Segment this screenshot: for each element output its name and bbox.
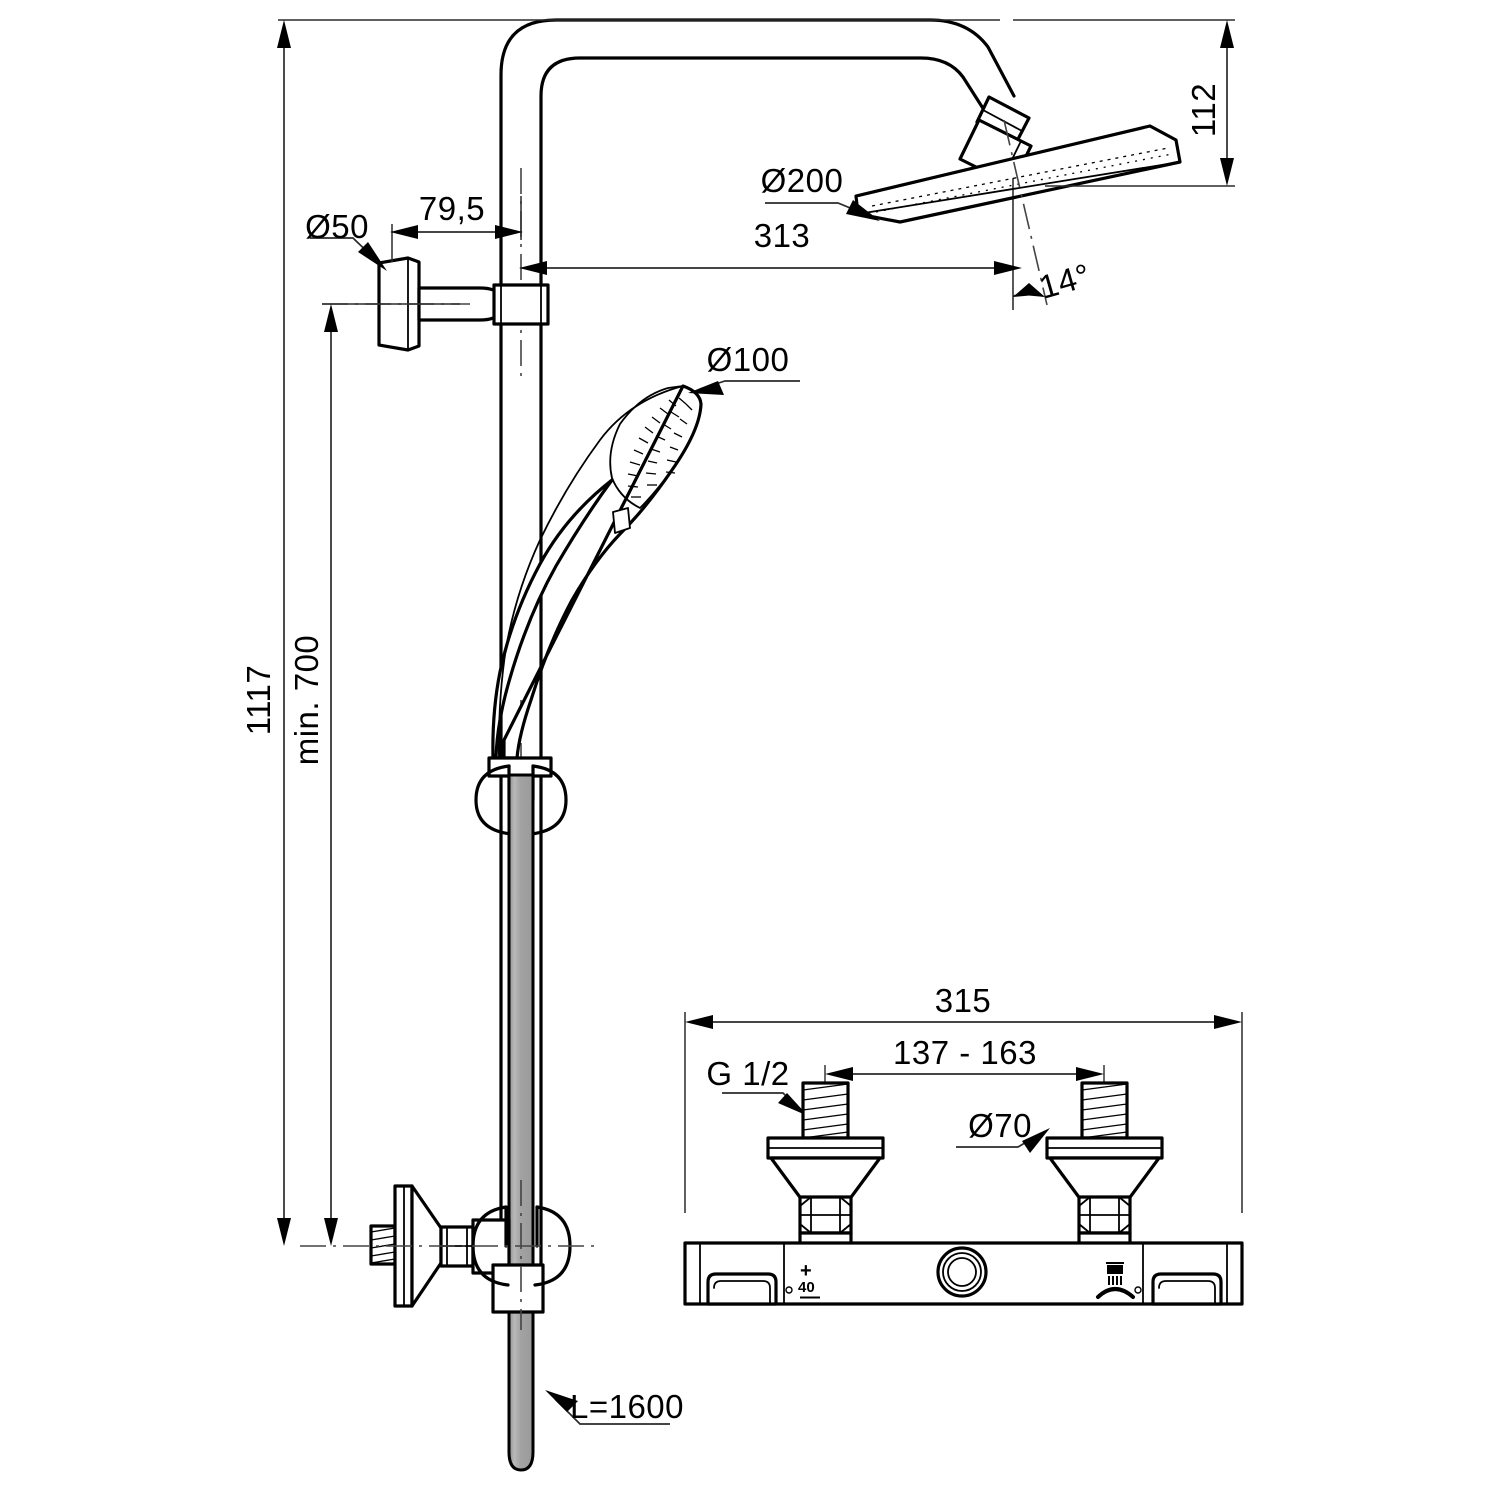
dim-label-wall-flange-dia: Ø50 xyxy=(305,208,369,245)
leader-overhead-shower xyxy=(765,200,880,221)
hand-shower-icon xyxy=(1096,1287,1135,1299)
dim-label-inlet-spacing: 137 - 163 xyxy=(893,1034,1037,1071)
riser-pipe-assembly xyxy=(300,18,1182,1472)
thermostatic-mixer-detail xyxy=(683,1012,1244,1306)
leader-hose-length xyxy=(545,1390,670,1425)
dim-label-head-drop: 112 xyxy=(1185,83,1222,137)
dim-label-overhead-dia: Ø200 xyxy=(761,162,844,199)
temperature-index-dot xyxy=(785,1286,793,1294)
hand-shower xyxy=(491,384,703,760)
leader-mixer-thread xyxy=(722,1092,808,1116)
dimension-head-reach xyxy=(519,261,1022,275)
temperature-plus-label: + xyxy=(800,1260,812,1282)
leader-hand-shower xyxy=(688,380,800,395)
right-thread-hatch xyxy=(1081,1083,1128,1139)
lower-wall-bracket xyxy=(300,1180,596,1330)
dim-label-mixer-width: 315 xyxy=(935,982,992,1019)
dimension-riser-height xyxy=(277,19,1000,1246)
hand-shower-spray-face xyxy=(627,397,693,498)
temperature-minus-label: — xyxy=(800,1286,820,1308)
leader-mixer-rosette xyxy=(956,1128,1050,1153)
diverter-index-dot xyxy=(1134,1286,1142,1294)
dim-label-rail-min-height: min. 700 xyxy=(288,635,325,766)
diverter-handle[interactable] xyxy=(1151,1272,1223,1306)
dimension-head-drop xyxy=(1013,19,1235,187)
dim-label-hose-length: L=1600 xyxy=(570,1388,684,1425)
dim-label-mixer-thread: G 1/2 xyxy=(706,1055,789,1092)
upper-wall-bracket xyxy=(322,256,550,352)
shower-hose xyxy=(507,773,535,1472)
dim-label-riser-height: 1117 xyxy=(240,665,277,736)
dim-label-mixer-rosette-dia: Ø70 xyxy=(968,1107,1032,1144)
dim-label-wall-offset: 79,5 xyxy=(419,190,485,227)
dim-label-hand-shower-dia: Ø100 xyxy=(707,341,790,378)
leader-wall-flange xyxy=(310,237,387,271)
dim-label-head-angle: 14° xyxy=(1035,256,1095,306)
temperature-handle[interactable] xyxy=(706,1272,778,1306)
mixer-body xyxy=(683,1241,1244,1306)
dimension-rail-min-height xyxy=(322,303,460,1246)
overhead-shower xyxy=(854,95,1182,224)
mixer-outlet-port xyxy=(936,1246,988,1298)
left-thread-hatch xyxy=(802,1083,849,1139)
stud-thread-hatch xyxy=(370,1227,396,1264)
dimension-wall-offset xyxy=(390,196,523,262)
dim-label-head-reach: 313 xyxy=(754,217,811,254)
temperature-value-label: 40 xyxy=(798,1279,815,1296)
dimension-head-angle xyxy=(1003,119,1048,310)
dimension-mixer-width xyxy=(684,1012,1243,1213)
dimension-inlet-spacing xyxy=(824,1065,1105,1135)
hand-shower-hose-ring xyxy=(474,756,568,836)
rain-shower-icon xyxy=(1106,1262,1124,1285)
